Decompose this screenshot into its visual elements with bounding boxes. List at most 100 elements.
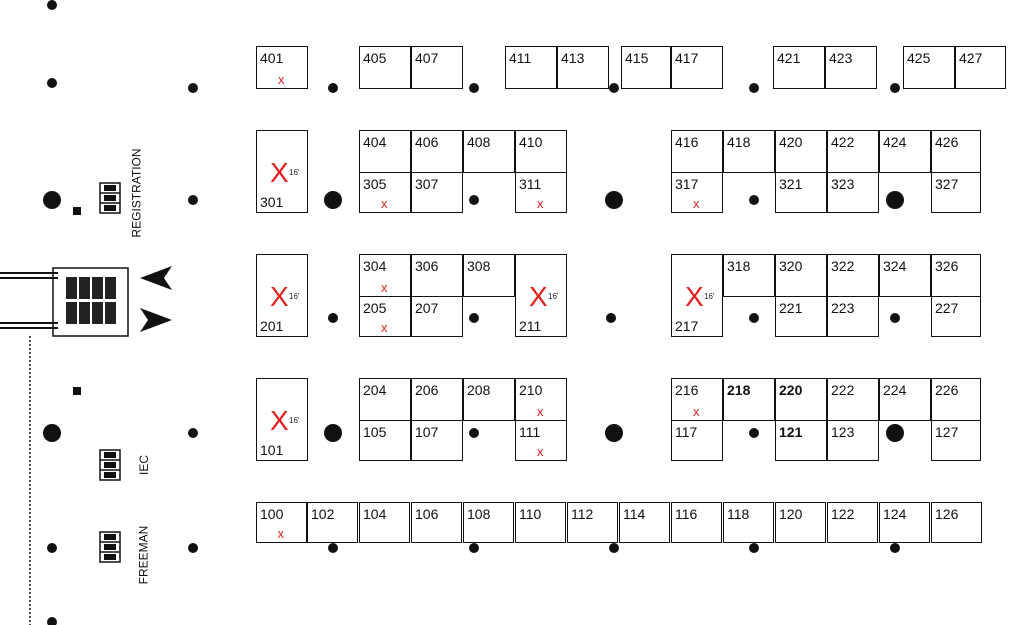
booth-320[interactable]: 320 <box>775 254 827 297</box>
booth-417[interactable]: 417 <box>671 46 723 89</box>
column-dot <box>469 543 479 553</box>
booth-117[interactable]: 117 <box>671 420 723 461</box>
booth-204[interactable]: 204 <box>359 378 411 421</box>
booth-326[interactable]: 326 <box>931 254 981 297</box>
booth-425[interactable]: 425 <box>903 46 955 89</box>
booth-number: 112 <box>571 506 594 522</box>
booth-110[interactable]: 110 <box>515 502 566 543</box>
booth-324[interactable]: 324 <box>879 254 931 297</box>
booth-number: 426 <box>935 134 959 150</box>
booth-411[interactable]: 411 <box>505 46 557 89</box>
booth-327[interactable]: 327 <box>931 172 981 213</box>
booth-number: 205 <box>363 300 387 316</box>
booth-410[interactable]: 410 <box>515 130 567 173</box>
booth-120[interactable]: 120 <box>775 502 826 543</box>
booth-421[interactable]: 421 <box>773 46 825 89</box>
booth-107[interactable]: 107 <box>411 420 463 461</box>
booth-112[interactable]: 112 <box>567 502 618 543</box>
booth-420[interactable]: 420 <box>775 130 827 173</box>
booth-422[interactable]: 422 <box>827 130 879 173</box>
booth-123[interactable]: 123 <box>827 420 879 461</box>
booth-114[interactable]: 114 <box>619 502 670 543</box>
booth-121[interactable]: 121 <box>775 420 827 461</box>
booth-124[interactable]: 124 <box>879 502 930 543</box>
booth-116[interactable]: 116 <box>671 502 722 543</box>
booth-413[interactable]: 413 <box>557 46 609 89</box>
booth-number: 323 <box>831 176 855 192</box>
booth-number: 410 <box>519 134 543 150</box>
booth-126[interactable]: 126 <box>931 502 982 543</box>
column-dot <box>328 313 338 323</box>
booth-number: 122 <box>831 506 855 522</box>
reserved-mark: x <box>537 444 544 459</box>
booth-416[interactable]: 416 <box>671 130 723 173</box>
booth-102[interactable]: 102 <box>307 502 358 543</box>
booth-407[interactable]: 407 <box>411 46 463 89</box>
booth-118[interactable]: 118 <box>723 502 774 543</box>
booth-number: 117 <box>675 424 698 440</box>
booth-220[interactable]: 220 <box>775 378 827 421</box>
booth-number: 405 <box>363 50 387 66</box>
column-dot <box>606 313 616 323</box>
booth-322[interactable]: 322 <box>827 254 879 297</box>
booth-number: 206 <box>415 382 439 398</box>
booth-307[interactable]: 307 <box>411 172 463 213</box>
booth-323[interactable]: 323 <box>827 172 879 213</box>
booth-418[interactable]: 418 <box>723 130 775 173</box>
booth-number: 217 <box>675 318 699 334</box>
booth-number: 216 <box>675 382 699 398</box>
booth-208[interactable]: 208 <box>463 378 515 421</box>
booth-122[interactable]: 122 <box>827 502 878 543</box>
booth-424[interactable]: 424 <box>879 130 931 173</box>
booth-404[interactable]: 404 <box>359 130 411 173</box>
booth-306[interactable]: 306 <box>411 254 463 297</box>
booth-406[interactable]: 406 <box>411 130 463 173</box>
booth-226[interactable]: 226 <box>931 378 981 421</box>
booth-427[interactable]: 427 <box>955 46 1006 89</box>
booth-221[interactable]: 221 <box>775 296 827 337</box>
booth-224[interactable]: 224 <box>879 378 931 421</box>
booth-321[interactable]: 321 <box>775 172 827 213</box>
booth-108[interactable]: 108 <box>463 502 514 543</box>
reserved-mark: x <box>278 72 285 87</box>
booth-308[interactable]: 308 <box>463 254 515 297</box>
booth-206[interactable]: 206 <box>411 378 463 421</box>
registration-label: REGISTRATION <box>129 148 144 238</box>
booth-106[interactable]: 106 <box>411 502 462 543</box>
booth-number: 301 <box>260 194 284 210</box>
booth-127[interactable]: 127 <box>931 420 981 461</box>
booth-415[interactable]: 415 <box>621 46 671 89</box>
booth-number: 424 <box>883 134 907 150</box>
booth-426[interactable]: 426 <box>931 130 981 173</box>
booth-222[interactable]: 222 <box>827 378 879 421</box>
booth-104[interactable]: 104 <box>359 502 410 543</box>
booth-105[interactable]: 105 <box>359 420 411 461</box>
column-dot <box>324 191 342 209</box>
booth-207[interactable]: 207 <box>411 296 463 337</box>
booth-318[interactable]: 318 <box>723 254 775 297</box>
booth-number: 422 <box>831 134 855 150</box>
booth-223[interactable]: 223 <box>827 296 879 337</box>
booth-227[interactable]: 227 <box>931 296 981 337</box>
booth-405[interactable]: 405 <box>359 46 411 89</box>
booth-number: 220 <box>779 382 803 398</box>
booth-218[interactable]: 218 <box>723 378 775 421</box>
booth-number: 110 <box>519 506 542 522</box>
booth-408[interactable]: 408 <box>463 130 515 173</box>
booth-423[interactable]: 423 <box>825 46 877 89</box>
